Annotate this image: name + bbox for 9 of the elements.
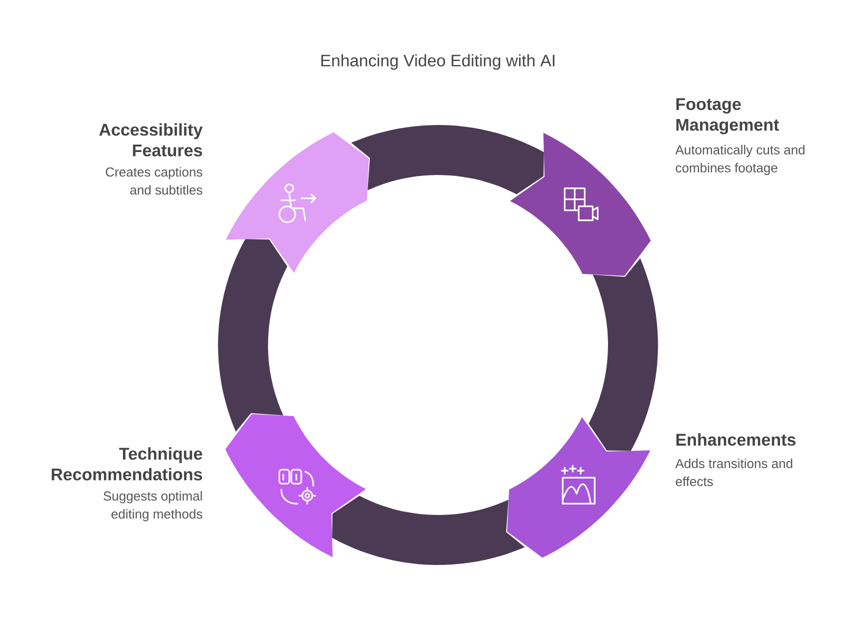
- heading-text: Enhancements Adds transitions and effects: [675, 433, 796, 486]
- ring-segment: [332, 496, 525, 565]
- heading-text: Technique Recommendations Suggests optimal editing methods: [52, 447, 202, 522]
- heading-text: Accessibility Features Creates captions and subtitles: [99, 123, 203, 195]
- ring-segment: [351, 125, 544, 194]
- heading-text: Footage Management Automatically cuts and combines footage: [675, 98, 804, 176]
- title: Enhancing Video Editing with AI: [321, 54, 554, 70]
- ring-segment: [588, 258, 658, 451]
- ring-segment: [218, 239, 288, 432]
